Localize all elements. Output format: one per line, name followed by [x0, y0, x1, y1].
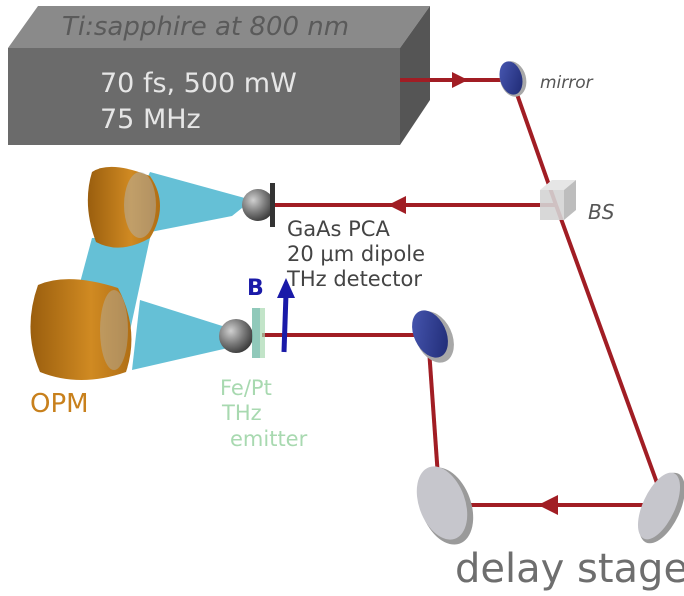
opm-upper — [87, 166, 160, 248]
laser-box-front — [8, 48, 400, 145]
delay-stage-label: delay stage — [455, 546, 684, 592]
emitter-lens — [219, 319, 253, 353]
mirror-label: mirror — [540, 73, 594, 93]
mirror-emitter-face — [412, 310, 448, 358]
delay-mirror-left-face — [416, 466, 468, 540]
thz-detector — [242, 183, 275, 227]
detector-lens — [242, 189, 274, 221]
detector-label-line1: GaAs PCA — [287, 217, 390, 241]
opm-lower-face — [100, 290, 128, 370]
bs-label: BS — [588, 200, 615, 224]
optical-beam-paths — [262, 78, 667, 507]
beam-direction-arrow — [388, 196, 406, 214]
detector-label-line2: 20 µm dipole — [287, 242, 425, 266]
laser-box: Ti:sapphire at 800 nm 70 fs, 500 mW 75 M… — [8, 6, 430, 145]
bs-front — [540, 190, 564, 220]
emitter-substrate — [260, 308, 265, 358]
thz-beam-emitter-arm — [132, 300, 235, 370]
delay-stage: delay stage — [416, 466, 684, 592]
mirror-top-face — [499, 61, 523, 95]
emitter-label-line1: Fe/Pt — [220, 376, 272, 400]
field-label: B — [247, 276, 264, 301]
beam-direction-arrow — [538, 495, 558, 515]
field-arrow-shaft — [281, 293, 289, 353]
emitter-film — [252, 308, 260, 358]
mirror-emitter-side — [412, 310, 454, 363]
laser-title: Ti:sapphire at 800 nm — [62, 12, 349, 42]
mirror-top: mirror — [499, 61, 594, 97]
opm-label: OPM — [30, 389, 89, 419]
laser-specs-line2: 75 MHz — [100, 104, 201, 135]
laser-box-side — [400, 6, 430, 145]
opm-upper-body — [87, 166, 160, 248]
thz-emitter — [219, 308, 265, 358]
opm-lower — [30, 279, 132, 380]
magnetic-field: B — [247, 276, 295, 353]
field-arrow-head — [277, 278, 295, 298]
laser-box-top — [8, 6, 430, 48]
opm-lower-body — [30, 279, 132, 380]
beam-bs-to-delay — [554, 204, 667, 506]
bs-side — [564, 180, 576, 220]
emitter-label-line3: emitter — [230, 427, 308, 451]
opm-upper-face — [124, 172, 156, 238]
detector-chip — [270, 183, 275, 227]
emitter-label-line2: THz — [221, 401, 262, 425]
delay-mirror-right-face — [637, 472, 681, 540]
laser-specs-line1: 70 fs, 500 mW — [100, 68, 297, 99]
beam-direction-arrow — [452, 72, 468, 88]
detector-label-line3: THz detector — [286, 267, 422, 291]
beamsplitter: BS — [540, 180, 615, 224]
